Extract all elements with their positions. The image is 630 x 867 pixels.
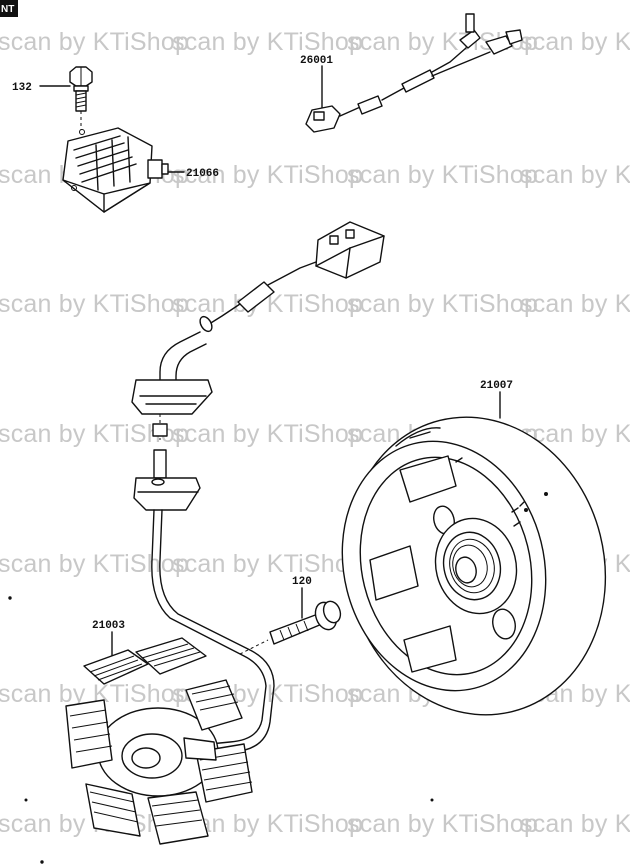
part-label-26001: 26001: [300, 55, 333, 67]
stator-21003: 21003: [65, 620, 253, 845]
corner-tag: NT: [0, 0, 18, 17]
watermark: scan by KTiShop: [347, 810, 538, 838]
watermark: scan by KTiShop: [520, 810, 630, 838]
part-label-21003: 21003: [92, 620, 125, 632]
regulator-21066: [62, 127, 169, 213]
stator-pole: [85, 783, 141, 837]
watermark: scan by KTiShop: [0, 28, 189, 56]
watermark: scan by KTiShop: [520, 28, 630, 56]
stator-pole: [83, 649, 149, 685]
rotor-21007: 21007: [341, 380, 607, 802]
stator-pole: [135, 637, 207, 675]
part-label-120: 120: [292, 576, 312, 588]
stator-pole: [185, 679, 243, 731]
watermark: scan by KTiShop: [347, 161, 538, 189]
harness-26001: 26001: [300, 13, 523, 133]
watermark: scan by KTiShop: [172, 420, 363, 448]
watermark: scan by KTiShop: [0, 550, 189, 578]
watermark: scan by KTiShop: [347, 290, 538, 318]
watermark: scan by KTiShop: [172, 550, 363, 578]
corner-tag-text: NT: [1, 4, 14, 15]
stator-pole: [147, 791, 209, 845]
stator-pole: [65, 699, 113, 769]
part-label-132: 132: [12, 82, 32, 94]
watermark: scan by KTiShop: [0, 290, 189, 318]
bolt-120: 120: [239, 576, 342, 655]
watermark: scan by KTiShop: [172, 28, 363, 56]
bolt-132: [69, 66, 93, 130]
watermark: scan by KTiShop: [520, 290, 630, 318]
watermark: scan by KTiShop: [172, 161, 363, 189]
watermark: scan by KTiShop: [520, 161, 630, 189]
part-label-21066: 21066: [186, 168, 219, 180]
part-label-21007: 21007: [480, 380, 513, 392]
stator-lead: [131, 221, 385, 755]
